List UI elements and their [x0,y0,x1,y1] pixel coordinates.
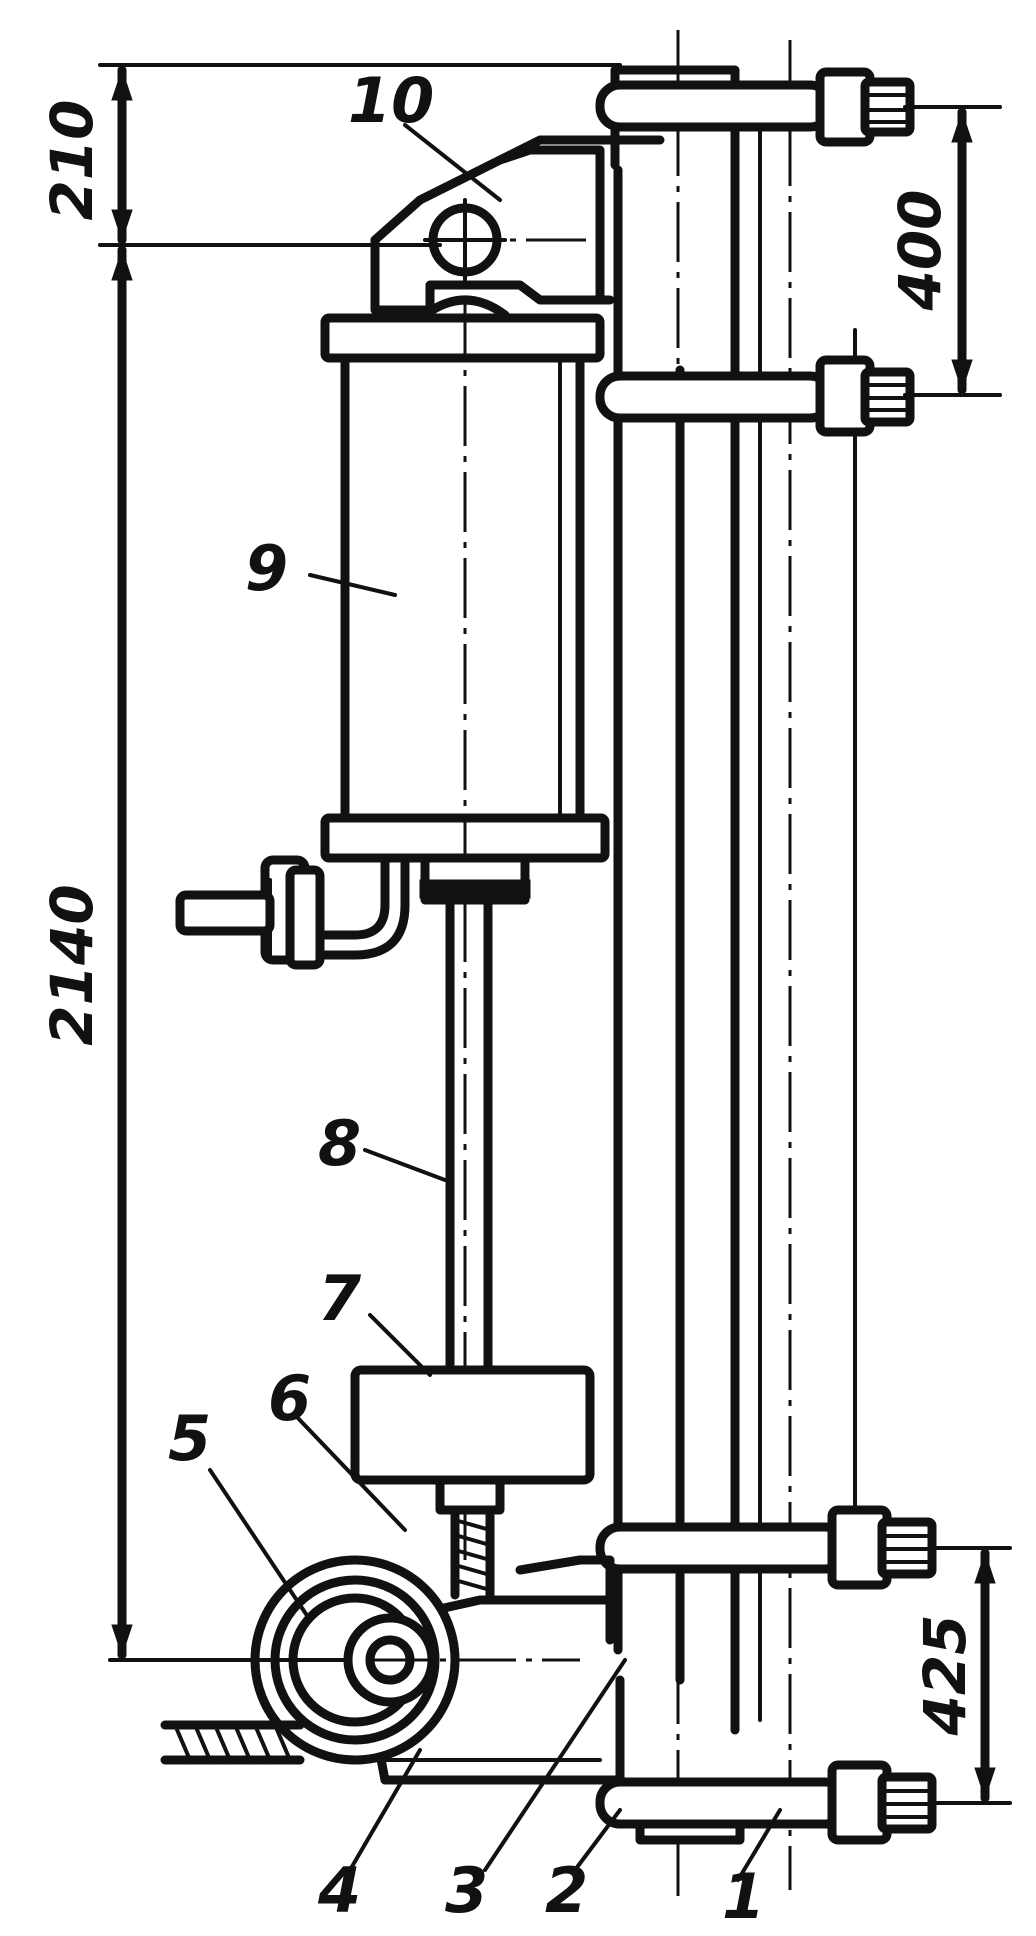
air-inlet-fitting [175,853,410,970]
vertical-column [613,30,857,1900]
piston-rod [445,895,493,1375]
bolt-top-2 [595,355,915,437]
leader-lines [208,123,782,1882]
label-7: 7 [318,1262,362,1335]
label-5: 5 [168,1402,211,1475]
bolt-bottom-1 [595,1505,937,1590]
screw [435,1475,505,1600]
cable [160,1720,305,1765]
label-2: 2 [545,1854,588,1927]
label-8: 8 [318,1107,361,1180]
bolt-top-1 [595,67,915,147]
dim-2140-text: 2140 [38,884,106,1045]
label-3: 3 [445,1854,488,1927]
label-9: 9 [245,532,288,605]
dim-210-text: 210 [38,99,106,220]
label-10: 10 [348,64,434,137]
dimension-top [98,63,622,247]
dim-425-text: 425 [911,1614,979,1736]
label-1: 1 [722,1860,765,1933]
cylinder [320,300,610,1560]
dimension-main [108,245,352,1662]
label-6: 6 [268,1362,311,1435]
dim-400-text: 400 [886,189,954,311]
rod-gland [419,853,531,905]
block [350,1365,595,1485]
dimension-upper-bolts [903,105,1002,397]
bolt-bottom-2 [595,1760,937,1845]
dimension-lower-bolts [928,1546,1012,1805]
label-4: 4 [317,1854,361,1927]
